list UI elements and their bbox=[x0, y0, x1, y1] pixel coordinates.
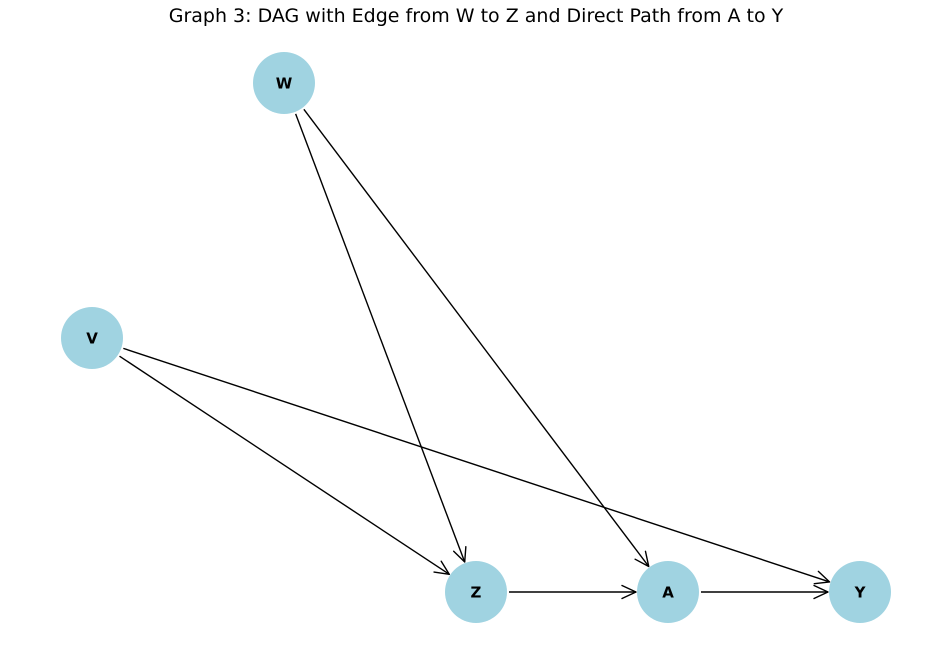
arrowhead-icon bbox=[634, 550, 650, 568]
edge-w-to-z bbox=[294, 113, 467, 563]
edge-w-to-a bbox=[303, 108, 650, 568]
arrowhead-icon bbox=[621, 584, 637, 600]
edge-line bbox=[119, 355, 450, 575]
node-label: W bbox=[276, 75, 293, 93]
node-label: V bbox=[86, 330, 98, 348]
node-circle bbox=[829, 561, 891, 623]
arrowhead-icon bbox=[813, 570, 831, 585]
edge-a-to-y bbox=[701, 584, 829, 600]
arrowhead-icon bbox=[452, 545, 467, 563]
edge-v-to-y bbox=[123, 347, 831, 585]
node-circle bbox=[253, 52, 315, 114]
node-y: Y bbox=[829, 561, 891, 623]
node-circle bbox=[637, 561, 699, 623]
node-v: V bbox=[61, 307, 123, 369]
edge-v-to-z bbox=[119, 355, 451, 576]
edges-layer bbox=[119, 108, 831, 600]
node-circle bbox=[61, 307, 123, 369]
node-z: Z bbox=[445, 561, 507, 623]
graph-title: Graph 3: DAG with Edge from W to Z and D… bbox=[169, 5, 784, 27]
arrowhead-icon bbox=[433, 560, 451, 576]
node-circle bbox=[445, 561, 507, 623]
edge-z-to-a bbox=[509, 584, 637, 600]
node-label: Y bbox=[854, 584, 867, 602]
node-w: W bbox=[253, 52, 315, 114]
nodes-layer: W V Z A Y bbox=[61, 52, 891, 623]
edge-line bbox=[303, 108, 650, 567]
node-label: A bbox=[662, 584, 674, 602]
edge-line bbox=[123, 347, 830, 583]
node-label: Z bbox=[471, 584, 482, 602]
edge-line bbox=[294, 113, 466, 563]
node-a: A bbox=[637, 561, 699, 623]
arrowhead-icon bbox=[813, 584, 829, 600]
